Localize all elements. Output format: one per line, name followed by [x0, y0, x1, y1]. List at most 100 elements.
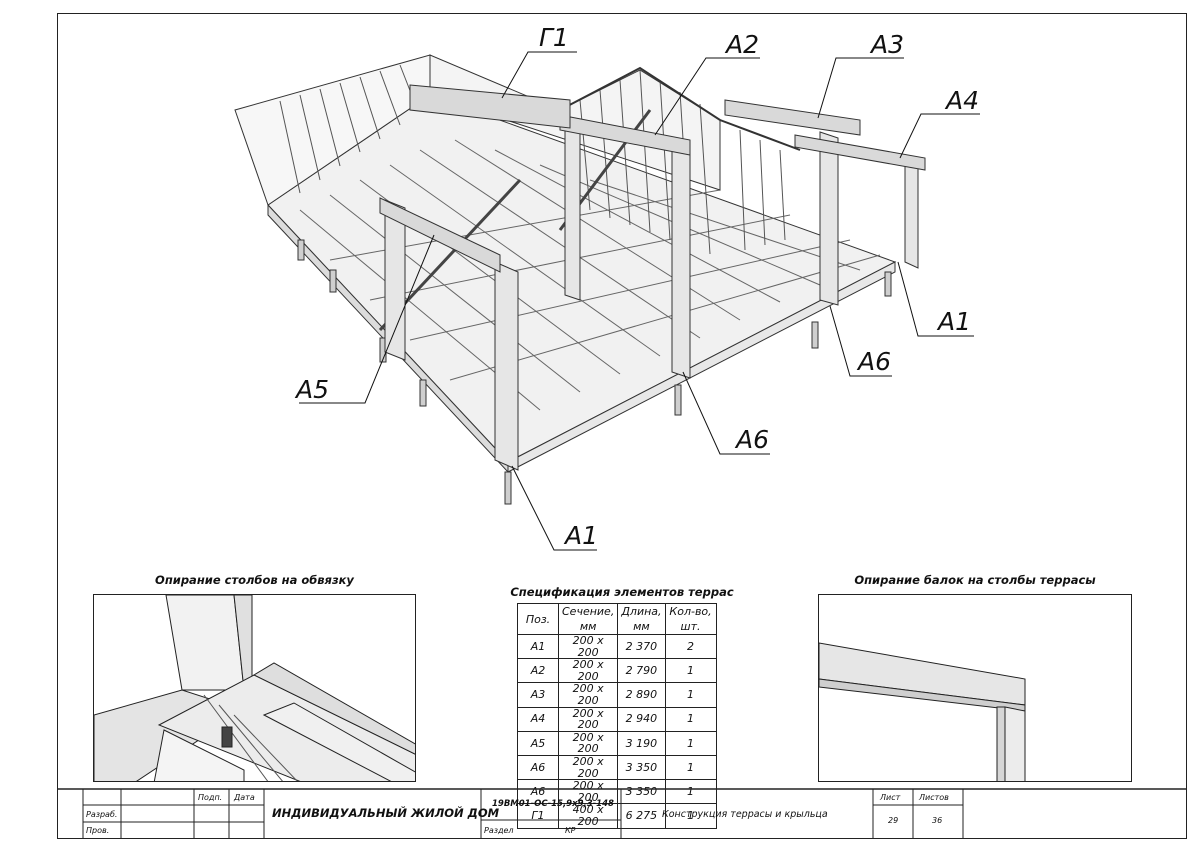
leader-a2	[654, 57, 760, 136]
spec-header-section: Сечение, мм	[557, 603, 619, 635]
callout-g1: Г1	[539, 23, 569, 52]
spec-cell-section: 200 x 200	[557, 658, 619, 684]
sheet-number-label: Лист	[880, 793, 901, 802]
spec-cell-section: 200 x 200	[557, 754, 619, 781]
spec-cell-length: 3 350	[617, 779, 666, 805]
spec-cell-pos: А3	[517, 682, 559, 708]
document-code: 19ВМ01-ОС-15,9х9,3-148	[492, 799, 614, 809]
post-a1-right	[904, 157, 919, 269]
callout-a6-right: А6	[858, 347, 892, 376]
leader-a5	[299, 234, 435, 404]
detail-right-box	[818, 594, 1132, 782]
spec-cell-qty: 1	[664, 682, 717, 708]
spec-header-length: Длина, мм	[617, 603, 666, 635]
table-row: Г1 400 x 200 6 275 1	[517, 803, 717, 829]
spec-cell-section: 200 x 200	[557, 682, 619, 708]
rim-beam-front-right	[507, 261, 896, 473]
spec-cell-length: 6 275	[617, 803, 666, 829]
gable-roof-line	[559, 66, 801, 151]
spec-cell-pos: А5	[517, 730, 559, 756]
spec-cell-length: 2 370	[617, 633, 666, 660]
callout-leaders	[299, 51, 980, 551]
razdel-value: КР	[565, 826, 576, 835]
detail-right-title: Опирание балок на столбы террасы	[854, 573, 1096, 587]
title-block-prov: Пров.	[86, 826, 110, 835]
detail-left-title: Опирание столбов на обвязку	[155, 573, 354, 587]
spec-cell-qty: 1	[664, 779, 717, 805]
table-row: А3 200 x 200 2 890 1	[517, 682, 717, 708]
table-row: А5 200 x 200 3 190 1	[517, 730, 717, 756]
spec-cell-pos: А2	[517, 658, 559, 684]
spec-cell-section: 200 x 200	[557, 706, 619, 732]
table-row: А6 200 x 200 3 350 1	[517, 779, 717, 805]
table-row: А4 200 x 200 2 940 1	[517, 706, 717, 732]
callout-a1-right: А1	[938, 307, 972, 336]
table-row: А6 200 x 200 3 350 1	[517, 754, 717, 781]
post-a6-right	[819, 131, 839, 306]
title-block-podp: Подп.	[198, 793, 223, 802]
spec-cell-pos: А6	[517, 754, 559, 781]
terrace-beams	[379, 84, 926, 273]
spec-title: Спецификация элементов террас	[510, 585, 734, 599]
sheet-count: 36	[932, 816, 943, 825]
leader-a6-right	[829, 305, 892, 377]
spec-cell-qty: 1	[664, 658, 717, 684]
title-block-razrab: Разраб.	[86, 810, 118, 819]
spec-cell-length: 2 790	[617, 658, 666, 684]
drawing-sheet-frame	[57, 13, 1187, 839]
post-a2	[564, 117, 581, 301]
spec-cell-section: 200 x 200	[557, 633, 619, 660]
spec-cell-length: 3 190	[617, 730, 666, 756]
leader-a1-bottom	[511, 465, 597, 551]
spec-cell-pos: А4	[517, 706, 559, 732]
razdel-label: Раздел	[484, 826, 514, 835]
leader-a1-right	[897, 261, 974, 337]
house-frame-isometric	[234, 51, 980, 551]
callout-a5: А5	[296, 375, 330, 404]
spec-cell-pos: А1	[517, 633, 559, 660]
spec-cell-qty: 2	[664, 633, 717, 660]
leader-a4	[899, 113, 980, 159]
beam-g1	[409, 84, 571, 129]
beam-a4	[794, 134, 926, 171]
leader-g1	[501, 51, 577, 99]
spec-cell-section: 400 x 200	[557, 803, 619, 829]
terrace-posts	[384, 117, 919, 471]
spec-cell-section: 200 x 200	[557, 730, 619, 756]
sheet-title: Конструкция террасы и крыльца	[662, 809, 828, 820]
spec-cell-qty: 1	[664, 754, 717, 781]
project-name: ИНДИВИДУАЛЬНЫЙ ЖИЛОЙ ДОМ	[272, 806, 500, 820]
spec-cell-qty: 1	[664, 730, 717, 756]
beam-a5	[379, 197, 501, 273]
spec-cell-length: 2 890	[617, 682, 666, 708]
spec-header-row: Поз. Сечение, мм Длина, мм Кол-во, шт.	[517, 603, 717, 635]
spec-header-pos: Поз.	[517, 603, 559, 635]
leader-a3	[817, 57, 904, 119]
beam-a3	[724, 99, 861, 136]
callout-a4: А4	[946, 86, 980, 115]
spec-cell-qty: 1	[664, 803, 717, 829]
table-row: А2 200 x 200 2 790 1	[517, 658, 717, 684]
support-piles	[297, 239, 892, 505]
spec-header-qty: Кол-во, шт.	[664, 603, 717, 635]
spec-cell-length: 3 350	[617, 754, 666, 781]
sheet-count-label: Листов	[919, 793, 949, 802]
leader-a6-center	[682, 371, 770, 455]
spec-cell-pos: Г1	[517, 803, 559, 829]
spec-cell-pos: А6	[517, 779, 559, 805]
post-a5	[384, 199, 406, 361]
post-a1-bottom	[494, 261, 519, 471]
title-block-data: Дата	[234, 793, 255, 802]
callout-a6-center: А6	[736, 425, 770, 454]
spec-table: Поз. Сечение, мм Длина, мм Кол-во, шт. А…	[517, 603, 717, 829]
callout-a2: А2	[726, 30, 760, 59]
callout-a3: А3	[871, 30, 905, 59]
callout-a1-bottom: А1	[565, 521, 599, 550]
spec-cell-section: 200 x 200	[557, 779, 619, 805]
spec-cell-length: 2 940	[617, 706, 666, 732]
detail-right-drawing	[819, 642, 1026, 781]
back-wall-studs	[279, 64, 419, 194]
spec-cell-qty: 1	[664, 706, 717, 732]
detail-left-box	[93, 594, 416, 782]
post-a6-center	[671, 147, 691, 379]
